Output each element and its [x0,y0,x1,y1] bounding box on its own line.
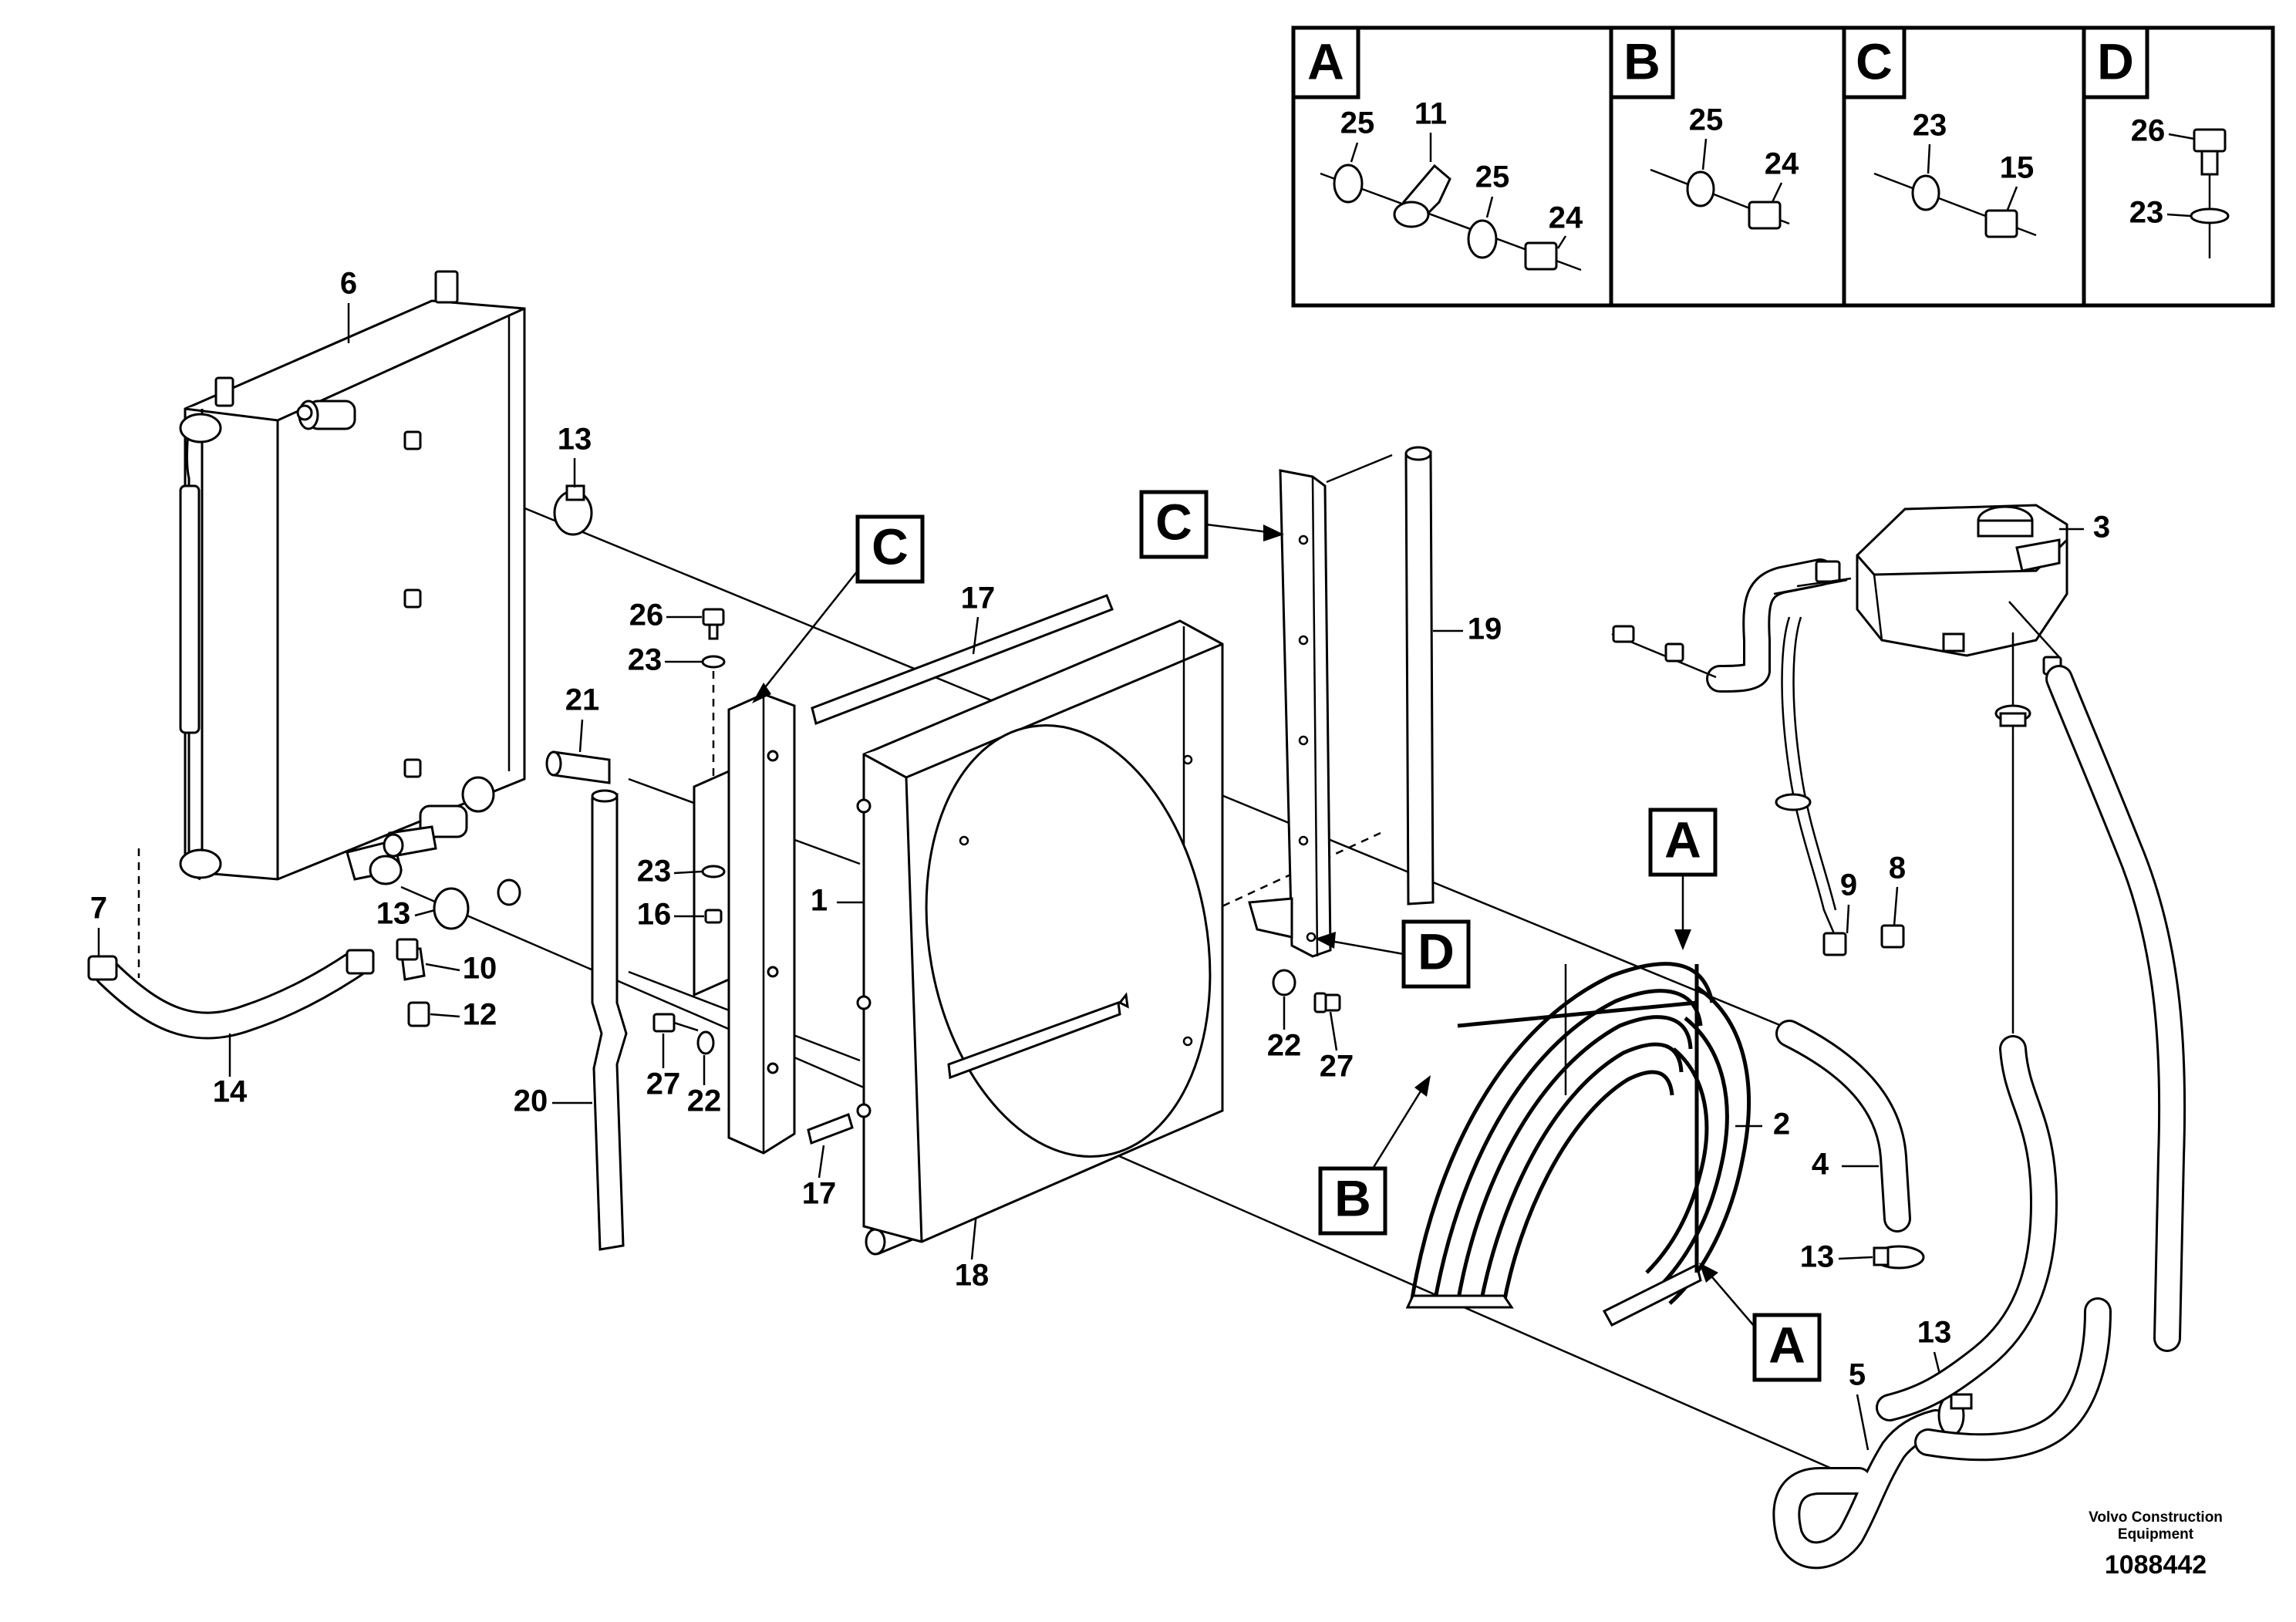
tank-outlet-hose [1876,601,2186,1462]
callout-seal-20: 20 [514,1084,548,1118]
upper-radiator-hose-4: 4 [1775,1020,1911,1233]
callout-cap-12: 12 [463,998,497,1032]
view-marker-c-left: C [752,514,925,703]
detail-views-panel: A 25 11 25 24 B 25 24 [1291,25,2275,308]
detail-a-callout-25a: 25 [1340,106,1375,140]
detail-a-callout-25b: 25 [1475,160,1510,194]
callout-bolt-16: 16 [637,898,672,932]
detail-b-callout-25: 25 [1689,103,1724,137]
expansion-tank: 3 [1856,504,2110,657]
callout-fitting-7: 7 [90,892,107,926]
callout-seal-17-top: 17 [961,582,996,615]
hose-clamp-4: 13 [1800,1240,1925,1274]
detail-a-callout-11: 11 [1414,97,1447,131]
callout-seal-19: 19 [1468,612,1502,646]
callout-fan-guard-2: 2 [1773,1108,1790,1141]
detail-b-callout-24: 24 [1765,147,1799,181]
callout-fitting-8: 8 [1889,851,1906,885]
seal-strip-19: 19 [1326,446,1502,905]
detail-c-callout-23: 23 [1913,109,1947,143]
view-marker-b: B [1318,1075,1431,1236]
view-marker-c-right-letter: C [1155,493,1192,550]
callout-washer-22b: 22 [1267,1029,1302,1063]
document-number: 1088442 [2105,1550,2207,1580]
hose-clamp-upper: 13 [553,423,593,536]
view-marker-c-right: C [1139,490,1284,559]
drain-hose-assembly: 7 10 12 14 [87,892,497,1109]
fan-guard: 2 [1405,962,1790,1327]
sleeve-21: 21 [545,683,611,784]
callout-tank-3: 3 [2093,511,2110,545]
hose-clamp-lower: 13 [376,878,521,931]
fastener-bolt-27b: 27 [1313,992,1354,1084]
detail-c-letter: C [1856,32,1893,89]
callout-washer-23b: 23 [637,855,672,889]
vent-hose: 9 8 [1775,616,1906,956]
callout-clamp-13-hose5: 13 [1917,1316,1952,1350]
detail-view-d: D 26 23 [2082,25,2230,258]
detail-d-callout-23: 23 [2129,196,2164,230]
view-marker-d-letter: D [1418,922,1455,980]
detail-b-letter: B [1623,32,1660,89]
callout-shroud-1: 1 [811,884,828,918]
detail-d-letter: D [2097,32,2134,89]
fastener-bolt-26: 26 [629,599,725,640]
hose-clamp-5: 13 [1917,1316,1973,1437]
overflow-hose [1611,558,1852,693]
fastener-bolt-16: 16 [637,898,723,932]
lower-radiator-hose-5: 5 [1772,1358,1950,1570]
view-marker-a-bottom-letter: A [1768,1316,1805,1373]
view-marker-d: D [1315,919,1471,989]
side-seal-left: 20 [514,789,628,1251]
fastener-washer-23a: 23 [628,643,726,677]
callout-hose-14: 14 [213,1075,248,1109]
callout-elbow-10: 10 [463,952,497,986]
callout-bolt-27a: 27 [646,1067,681,1101]
callout-radiator-6: 6 [340,267,357,301]
callout-bolt-26: 26 [629,599,664,632]
view-marker-a-top-letter: A [1664,811,1701,868]
callout-clamp-13-hose4: 13 [1800,1240,1835,1274]
callout-clamp-13-lower: 13 [376,897,411,931]
callout-clamp-13-upper: 13 [558,423,592,457]
detail-d-callout-26: 26 [2131,114,2166,148]
view-marker-a-top: A [1648,808,1718,950]
fan-shroud: 1 [811,619,1224,1243]
callout-fitting-9: 9 [1840,868,1857,902]
radiator: 6 [179,267,526,885]
view-marker-c-left-letter: C [872,518,909,575]
fastener-washer-23b: 23 [637,855,726,889]
callout-washer-22a: 22 [687,1084,722,1118]
callout-seal-17-bottom: 17 [802,1177,837,1211]
callout-washer-23a: 23 [628,643,663,677]
brand-line-1: Volvo Construction [2089,1509,2223,1526]
brand-line-2: Equipment [2118,1526,2194,1543]
detail-view-a: A 25 11 25 24 [1291,25,1583,271]
bracket-right [1248,469,1332,958]
callout-hose-4: 4 [1812,1148,1829,1182]
fastener-bolt-27a: 27 22 [646,1013,722,1118]
callout-hose-5: 5 [1849,1358,1866,1392]
view-marker-b-letter: B [1334,1169,1371,1226]
detail-view-b: B 25 24 [1609,25,1799,230]
seal-strip-17-bottom: 17 [802,1113,854,1211]
fastener-washer-22b: 22 [1267,969,1302,1063]
publisher-block: Volvo Construction Equipment 1088442 [2089,1509,2223,1580]
detail-view-c: C 23 15 [1842,25,2037,238]
detail-a-letter: A [1307,32,1344,89]
detail-a-callout-24: 24 [1549,201,1583,235]
view-marker-a-bottom: A [1699,1263,1822,1382]
callout-bolt-27b: 27 [1320,1050,1354,1084]
callout-sleeve-21: 21 [565,683,600,717]
detail-c-callout-15: 15 [2000,151,2035,185]
callout-seal-18: 18 [955,1259,990,1293]
seal-strip-17-top: 17 [811,582,1114,726]
